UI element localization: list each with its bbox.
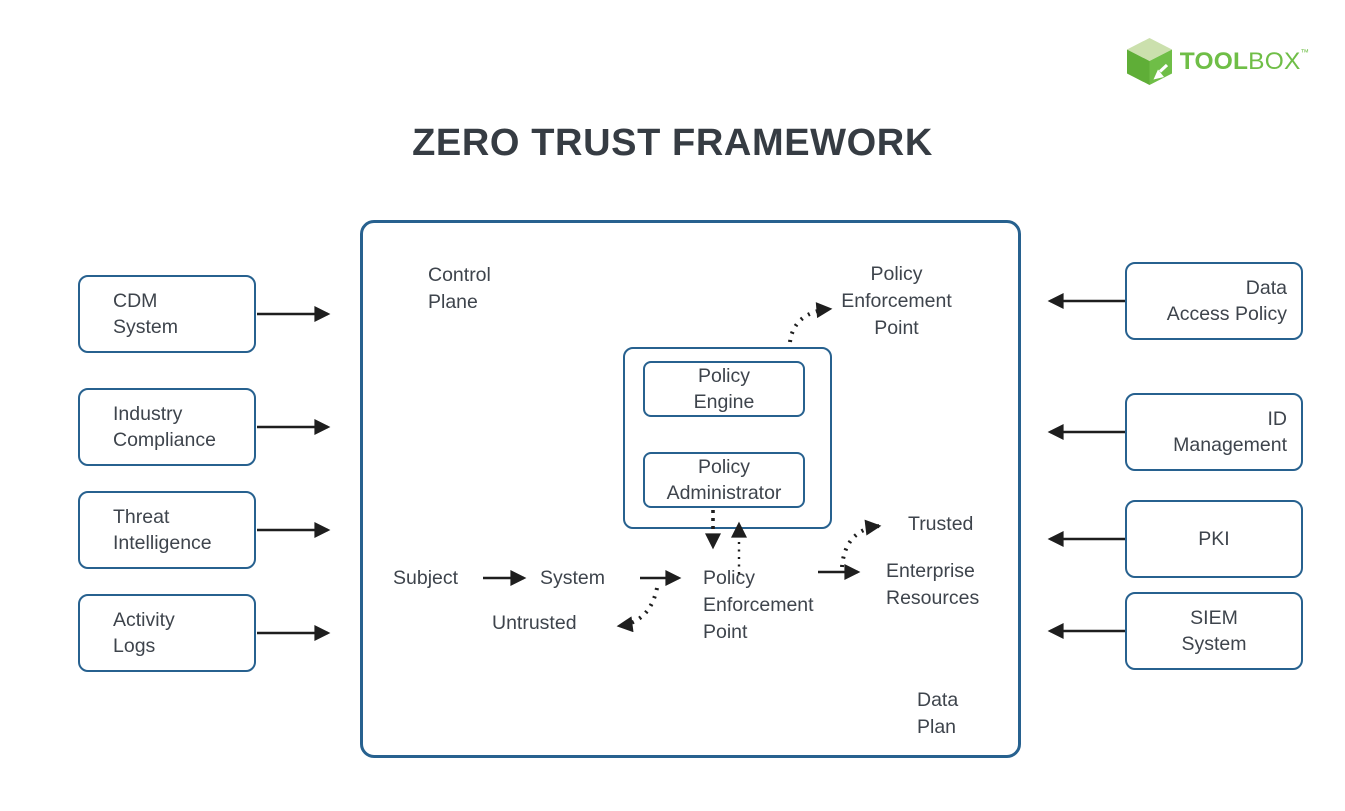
- flow-system-label: System: [540, 567, 606, 589]
- flow-policy-enforcement-point-label: Policy Enforcement Point: [703, 567, 814, 643]
- node-pki: PKI: [1125, 500, 1303, 578]
- diagram-title: ZERO TRUST FRAMEWORK: [412, 122, 933, 164]
- node-cdm-system: CDM System: [78, 275, 256, 353]
- node-siem-system: SIEM System: [1125, 592, 1303, 670]
- wordmark-light: BOX: [1248, 48, 1301, 76]
- trusted-label: Trusted: [908, 513, 974, 535]
- node-label: PKI: [1198, 528, 1230, 550]
- node-label: Policy Engine: [693, 365, 755, 413]
- node-label: Activity Logs: [113, 609, 175, 657]
- node-industry-compliance: Industry Compliance: [78, 388, 256, 466]
- node-label: Industry Compliance: [113, 403, 216, 451]
- flow-subject-label: Subject: [393, 567, 459, 589]
- node-label: Threat Intelligence: [113, 506, 212, 554]
- node-label: Policy Administrator: [666, 456, 782, 504]
- node-threat-intelligence: Threat Intelligence: [78, 491, 256, 569]
- node-label: ID Management: [1173, 408, 1287, 456]
- node-label: Data Access Policy: [1166, 277, 1287, 325]
- trademark-symbol: ™: [1300, 47, 1310, 58]
- policy-enforcement-point-top-label: Policy Enforcement Point: [841, 263, 952, 339]
- node-id-management: ID Management: [1125, 393, 1303, 471]
- data-plane-label: Data Plan: [917, 689, 959, 738]
- node-label: CDM System: [113, 290, 179, 338]
- node-label: SIEM System: [1181, 607, 1247, 655]
- flow-enterprise-resources-label: Enterprise Resources: [886, 560, 980, 609]
- toolbox-logo: TOOLBOX™: [1126, 38, 1309, 85]
- toolbox-wordmark: TOOLBOX™: [1180, 48, 1309, 75]
- toolbox-cube-icon: [1126, 38, 1172, 85]
- node-data-access-policy: Data Access Policy: [1125, 262, 1303, 340]
- wordmark-bold: TOOL: [1179, 48, 1249, 76]
- node-policy-administrator: Policy Administrator: [643, 452, 805, 508]
- node-policy-engine: Policy Engine: [643, 361, 805, 417]
- control-plane-label: Control Plane: [428, 264, 491, 313]
- untrusted-label: Untrusted: [492, 612, 577, 634]
- node-activity-logs: Activity Logs: [78, 594, 256, 672]
